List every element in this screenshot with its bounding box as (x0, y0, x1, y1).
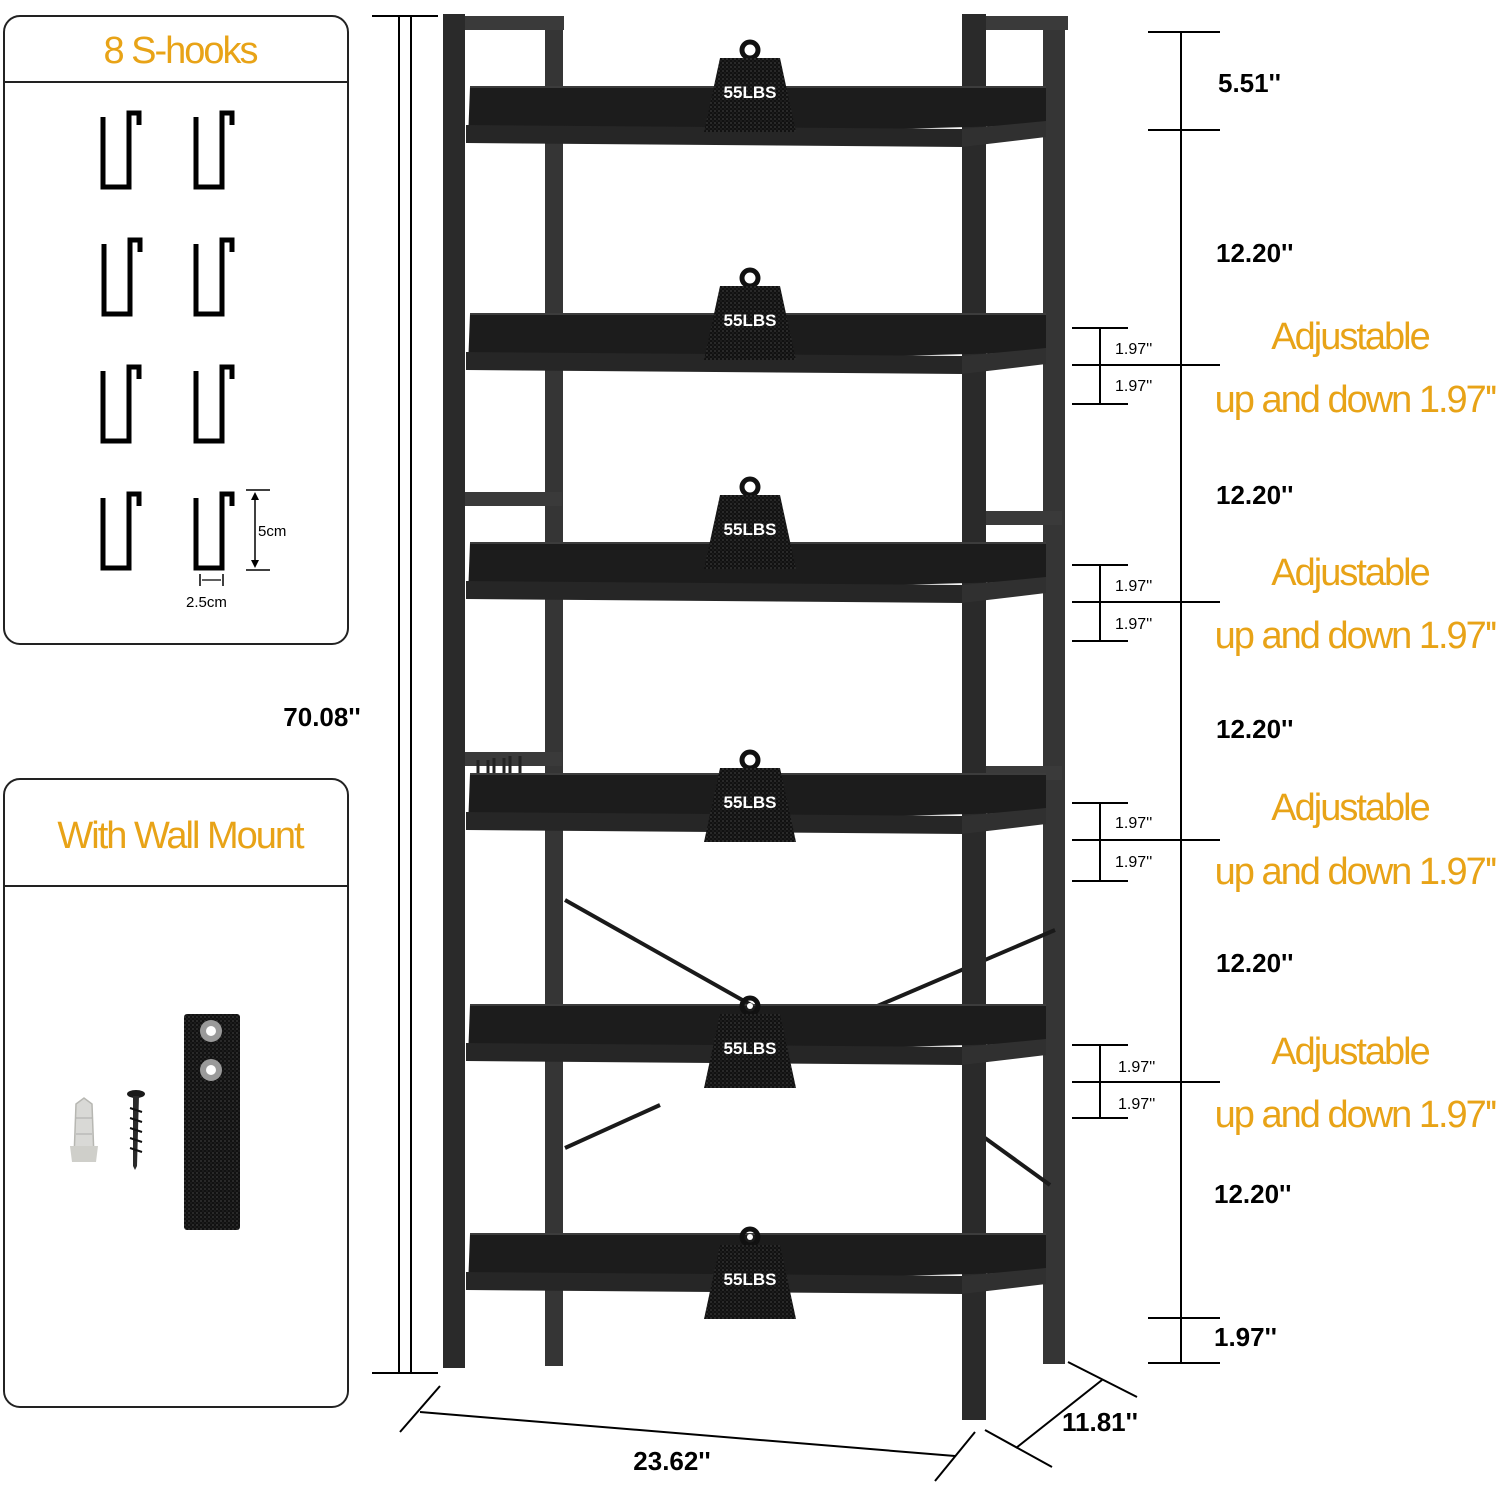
total-height-dimension: 70.08'' (283, 15, 438, 1374)
load-capacity-label: 55LBS (724, 1039, 777, 1058)
adjustable-label: Adjustable (1271, 787, 1429, 829)
shelf-gap-label-3: 12.20'' (1216, 714, 1293, 744)
adjust-down-label: 1.97'' (1118, 1096, 1155, 1113)
load-capacity-label: 55LBS (724, 83, 777, 102)
width-label: 23.62'' (633, 1446, 710, 1476)
adjust-range-3: 1.97'' 1.97'' Adjustable up and down 1.9… (1072, 787, 1498, 893)
adjust-range-1: 1.97'' 1.97'' Adjustable up and down 1.9… (1072, 316, 1498, 421)
bottom-gap-label: 1.97'' (1214, 1322, 1277, 1352)
hooks-panel-title: 8 S-hooks (103, 30, 257, 72)
depth-label: 11.81'' (1062, 1407, 1138, 1437)
wall-strap-icon (184, 1014, 240, 1230)
shelf-gap-label-1: 12.20'' (1216, 238, 1293, 268)
load-weight-icon: 55LBS (704, 1229, 796, 1319)
total-height-label: 70.08'' (283, 702, 360, 732)
load-capacity-label: 55LBS (724, 1270, 777, 1289)
adjust-up-label: 1.97'' (1115, 341, 1152, 358)
load-capacity-label: 55LBS (724, 793, 777, 812)
hook-height-label: 5cm (258, 523, 286, 540)
hooks-panel: 8 S-hooks 5cm 2.5cm (3, 15, 349, 645)
load-weight-icon: 55LBS (704, 479, 796, 569)
shelf-gap-dimensions: 5.51'' 12.20'' 12.20'' 12.20'' 12.20'' 1… (1148, 31, 1293, 1364)
load-weight-icon: 55LBS (704, 998, 796, 1088)
adjustable-range-label: up and down 1.97'' (1215, 851, 1496, 893)
adjust-up-label: 1.97'' (1115, 578, 1152, 595)
shelf (466, 542, 1046, 603)
adjustable-range-label: up and down 1.97'' (1215, 1094, 1496, 1136)
adjust-down-label: 1.97'' (1115, 854, 1152, 871)
shelf-gap-label-4: 12.20'' (1216, 948, 1293, 978)
adjustable-range-label: up and down 1.97'' (1215, 379, 1496, 421)
adjustable-label: Adjustable (1271, 1031, 1429, 1073)
top-gap-label: 5.51'' (1218, 68, 1281, 98)
wall-anchor-icon (70, 1097, 98, 1162)
adjustable-range-label: up and down 1.97'' (1215, 615, 1496, 657)
bookshelf (443, 14, 1068, 1420)
wall-mount-panel: With Wall Mount (3, 778, 349, 1408)
wall-mount-title: With Wall Mount (57, 815, 305, 857)
hook-width-label: 2.5cm (186, 594, 227, 611)
adjustable-label: Adjustable (1271, 552, 1429, 594)
load-weight-icon: 55LBS (704, 270, 796, 360)
adjust-down-label: 1.97'' (1115, 616, 1152, 633)
depth-dimension: 11.81'' (984, 1361, 1138, 1468)
adjust-range-2: 1.97'' 1.97'' Adjustable up and down 1.9… (1072, 552, 1498, 657)
adjust-up-label: 1.97'' (1115, 815, 1152, 832)
shelf-gap-label-5: 12.20'' (1214, 1179, 1291, 1209)
width-dimension: 23.62'' (399, 1385, 976, 1482)
shelf-gap-label-2: 12.20'' (1216, 480, 1293, 510)
load-capacity-label: 55LBS (724, 311, 777, 330)
load-weight-icon: 55LBS (704, 42, 796, 132)
adjust-up-label: 1.97'' (1118, 1059, 1155, 1076)
load-weight-icon: 55LBS (704, 752, 796, 842)
adjustable-label: Adjustable (1271, 316, 1429, 358)
adjust-range-4: 1.97'' 1.97'' Adjustable up and down 1.9… (1072, 1031, 1498, 1136)
screw-icon (127, 1090, 145, 1170)
load-capacity-label: 55LBS (724, 520, 777, 539)
adjust-down-label: 1.97'' (1115, 378, 1152, 395)
